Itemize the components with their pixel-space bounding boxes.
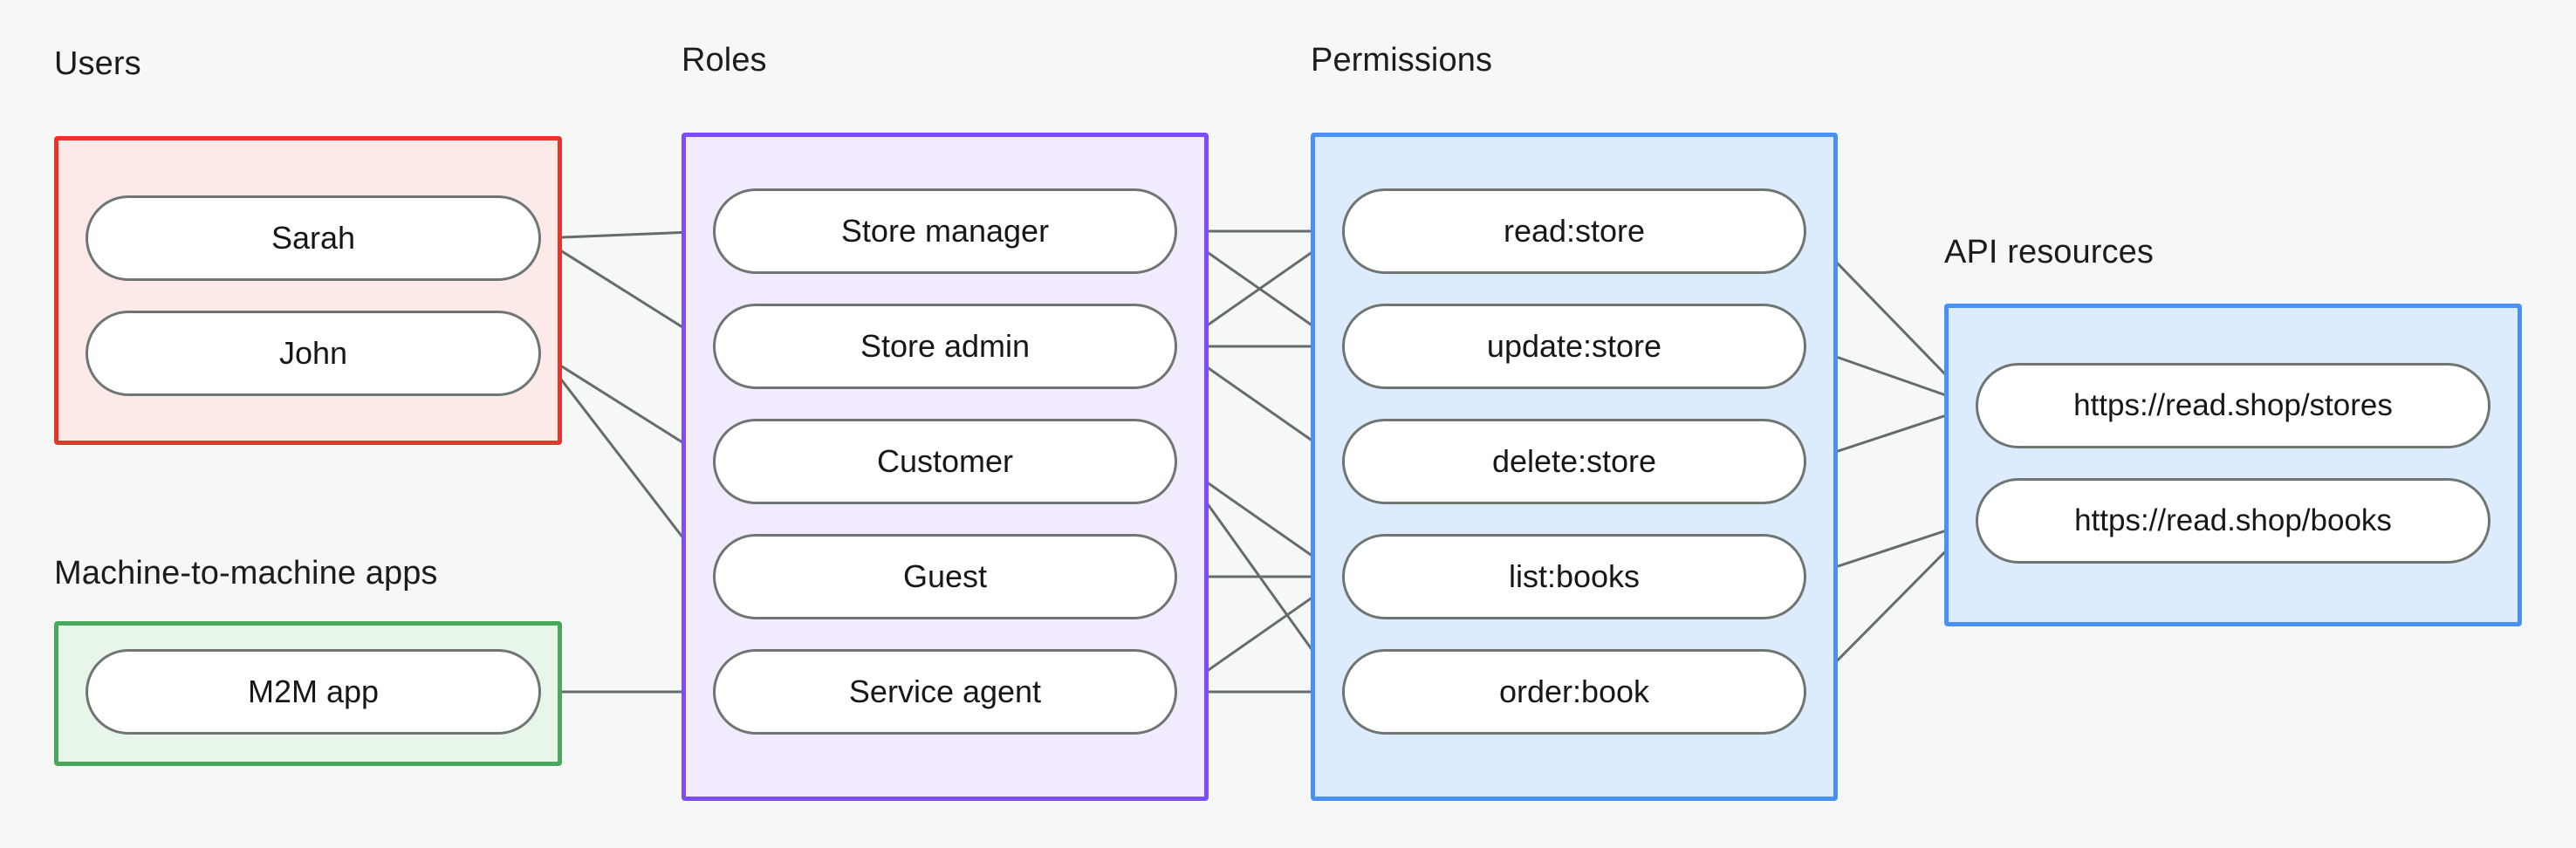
node-books-url[interactable]: https://read.shop/books [1976,478,2490,564]
node-stores-url[interactable]: https://read.shop/stores [1976,363,2490,448]
node-service-agent[interactable]: Service agent [713,649,1177,735]
node-store-manager[interactable]: Store manager [713,188,1177,274]
node-guest[interactable]: Guest [713,534,1177,619]
node-order-book[interactable]: order:book [1342,649,1806,735]
node-delete-store[interactable]: delete:store [1342,419,1806,504]
group-title-users: Users [54,45,141,82]
node-list-books[interactable]: list:books [1342,534,1806,619]
node-customer[interactable]: Customer [713,419,1177,504]
node-store-admin[interactable]: Store admin [713,304,1177,389]
node-sarah[interactable]: Sarah [86,195,541,281]
group-title-permissions: Permissions [1311,42,1493,79]
group-box-users [54,136,562,445]
group-box-api-resources [1944,304,2522,626]
group-title-api-resources: API resources [1944,234,2154,270]
node-read-store[interactable]: read:store [1342,188,1806,274]
group-title-roles: Roles [682,42,767,79]
node-john[interactable]: John [86,311,541,396]
group-title-m2m: Machine-to-machine apps [54,555,438,592]
node-update-store[interactable]: update:store [1342,304,1806,389]
node-m2mapp[interactable]: M2M app [86,649,541,735]
